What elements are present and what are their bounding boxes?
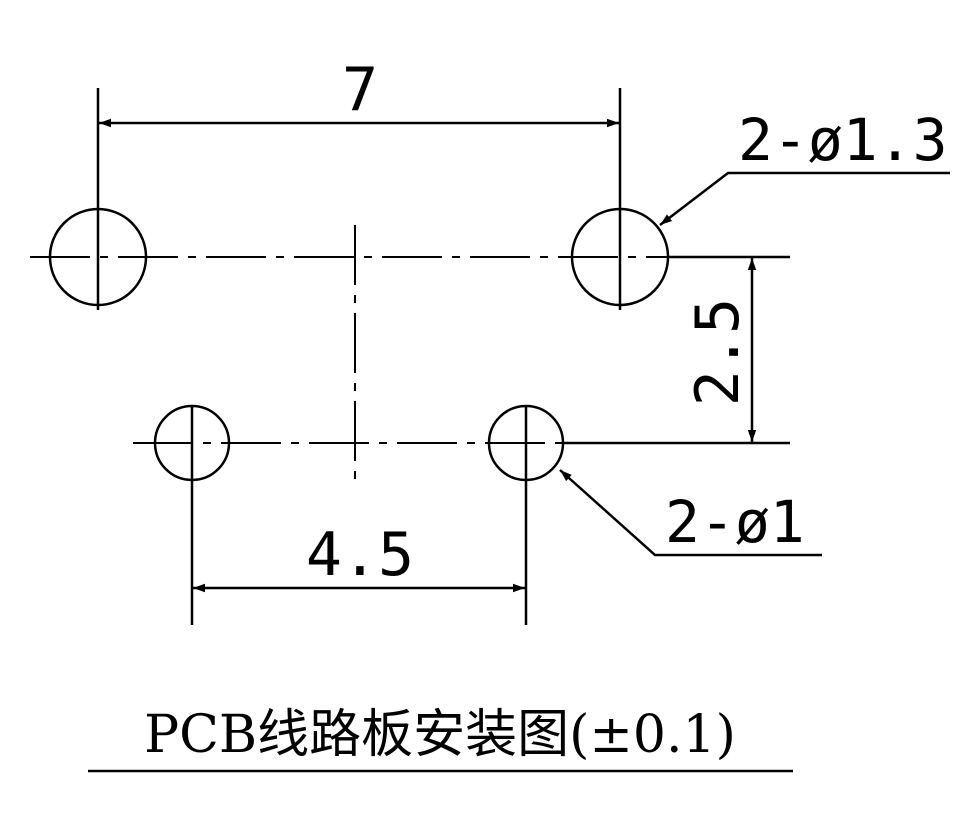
- drawing-caption: PCB线路板安装图(±0.1): [144, 705, 736, 765]
- holes: [48, 207, 670, 482]
- dimension-lines: [99, 118, 757, 593]
- leader-large-holes: [659, 171, 950, 226]
- leaders: [559, 171, 950, 557]
- dim-text-vertical-offset: 2.5: [683, 298, 753, 406]
- callout-small-holes: 2-ø1: [665, 488, 805, 556]
- leader-small-holes: [559, 469, 822, 557]
- dim-text-bottom-width: 4.5: [306, 520, 414, 590]
- extension-lines: [96, 88, 790, 625]
- callout-large-holes: 2-ø1.3: [738, 106, 948, 174]
- dim-text-top-width: 7: [342, 55, 378, 125]
